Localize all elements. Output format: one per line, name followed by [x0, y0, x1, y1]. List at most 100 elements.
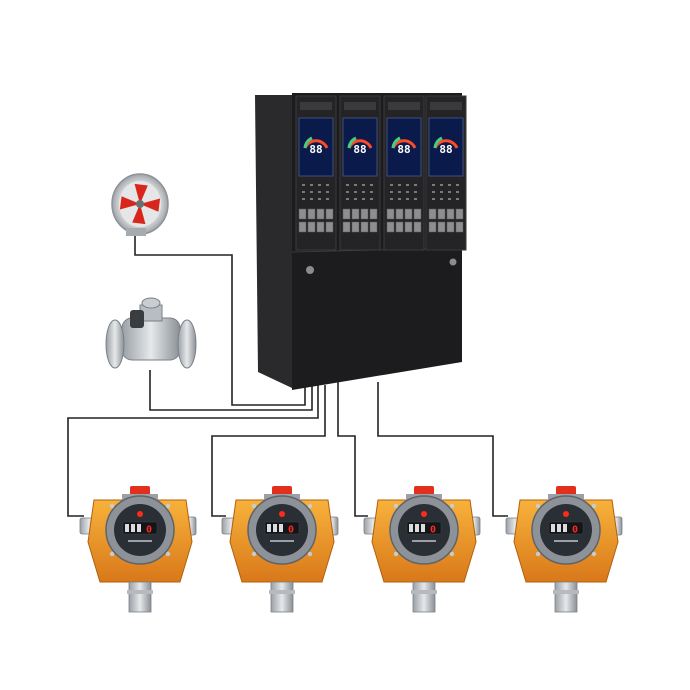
status-led: [370, 198, 373, 200]
status-indicator: [421, 511, 427, 517]
status-led: [346, 191, 349, 193]
sensor-head: [412, 581, 436, 613]
status-led: [406, 191, 409, 193]
status-led: [414, 198, 417, 200]
keypad-button: [404, 221, 413, 233]
keypad-button: [437, 208, 446, 220]
status-led: [310, 191, 313, 193]
keypad-button: [413, 208, 422, 220]
status-led: [448, 191, 451, 193]
bolt: [535, 503, 541, 509]
wire-fan: [134, 235, 306, 406]
alarm-lamp: [130, 486, 150, 496]
bolt: [109, 503, 115, 509]
keypad-button: [413, 221, 422, 233]
status-led: [398, 198, 401, 200]
label-plate: [412, 540, 436, 542]
status-led: [326, 198, 329, 200]
lcd-reading: 88: [397, 143, 410, 156]
status-led: [354, 191, 357, 193]
status-led: [448, 184, 451, 186]
controller-module: 88: [295, 95, 337, 251]
status-led: [318, 184, 321, 186]
sensor-ring: [269, 590, 295, 594]
keypad-button: [316, 221, 325, 233]
wire-detector-2: [211, 385, 326, 517]
keypad-button: [351, 221, 360, 233]
detector-reading: 0: [288, 525, 294, 536]
status-led: [432, 184, 435, 186]
fan-blade: [132, 204, 146, 225]
status-led: [440, 191, 443, 193]
lcd-gauge-arc-ok: [433, 136, 443, 149]
wire-detector-4: [377, 382, 508, 517]
keypad-button: [395, 208, 404, 220]
wire-detector-1: [67, 385, 319, 517]
status-led: [326, 191, 329, 193]
label-plate: [554, 540, 578, 542]
status-led: [440, 184, 443, 186]
bolt: [449, 551, 455, 557]
keypad-button: [325, 208, 334, 220]
lcd-gauge-arc-ok: [347, 136, 357, 149]
alarm-lamp: [556, 486, 576, 496]
detector-digit-dim: [551, 524, 555, 532]
keypad-button: [428, 221, 437, 233]
status-led: [398, 184, 401, 186]
status-led: [448, 198, 451, 200]
status-led: [432, 191, 435, 193]
detector-digit-dim: [125, 524, 129, 532]
detector-digit-dim: [131, 524, 135, 532]
fan-blade: [134, 183, 148, 204]
detector-digit-dim: [421, 524, 425, 532]
bolt: [165, 551, 171, 557]
status-led: [456, 191, 459, 193]
detector-digit-dim: [563, 524, 567, 532]
module-label-strip: [388, 102, 420, 110]
keypad-button: [307, 221, 316, 233]
wire-valve: [149, 370, 313, 411]
detector-reading: 0: [572, 525, 578, 536]
status-led: [354, 184, 357, 186]
sensor-head: [128, 581, 152, 613]
status-led: [440, 198, 443, 200]
cabinet-side: [255, 95, 292, 388]
keypad-button: [369, 208, 378, 220]
bolt: [165, 503, 171, 509]
controller-module: 88: [383, 95, 425, 251]
keypad-button: [404, 208, 413, 220]
status-led: [370, 191, 373, 193]
detector-reading: 0: [146, 525, 152, 536]
status-led: [398, 191, 401, 193]
module-label-strip: [300, 102, 332, 110]
module-label-strip: [344, 102, 376, 110]
keypad-button: [342, 221, 351, 233]
status-led: [390, 191, 393, 193]
sensor-ring: [127, 590, 153, 594]
sensor-head: [554, 581, 578, 613]
lcd-reading: 88: [439, 143, 452, 156]
keypad-button: [325, 221, 334, 233]
lcd-gauge-arc-ok: [391, 136, 401, 149]
status-led: [362, 191, 365, 193]
status-led: [390, 198, 393, 200]
bolt: [307, 551, 313, 557]
alarm-lamp: [414, 486, 434, 496]
alarm-lamp: [272, 486, 292, 496]
status-led: [302, 184, 305, 186]
bolt: [307, 503, 313, 509]
keypad-button: [369, 221, 378, 233]
detector-digit-dim: [279, 524, 283, 532]
lcd-gauge-arc-ok: [303, 136, 313, 149]
bolt: [109, 551, 115, 557]
keypad-button: [342, 208, 351, 220]
status-led: [406, 184, 409, 186]
controller-module: 88: [425, 95, 467, 251]
status-led: [310, 184, 313, 186]
fan-blade: [119, 196, 140, 210]
lcd-reading: 88: [309, 143, 322, 156]
status-led: [414, 191, 417, 193]
wire-detector-3: [337, 382, 368, 517]
axial-fan-icon: [111, 173, 169, 236]
